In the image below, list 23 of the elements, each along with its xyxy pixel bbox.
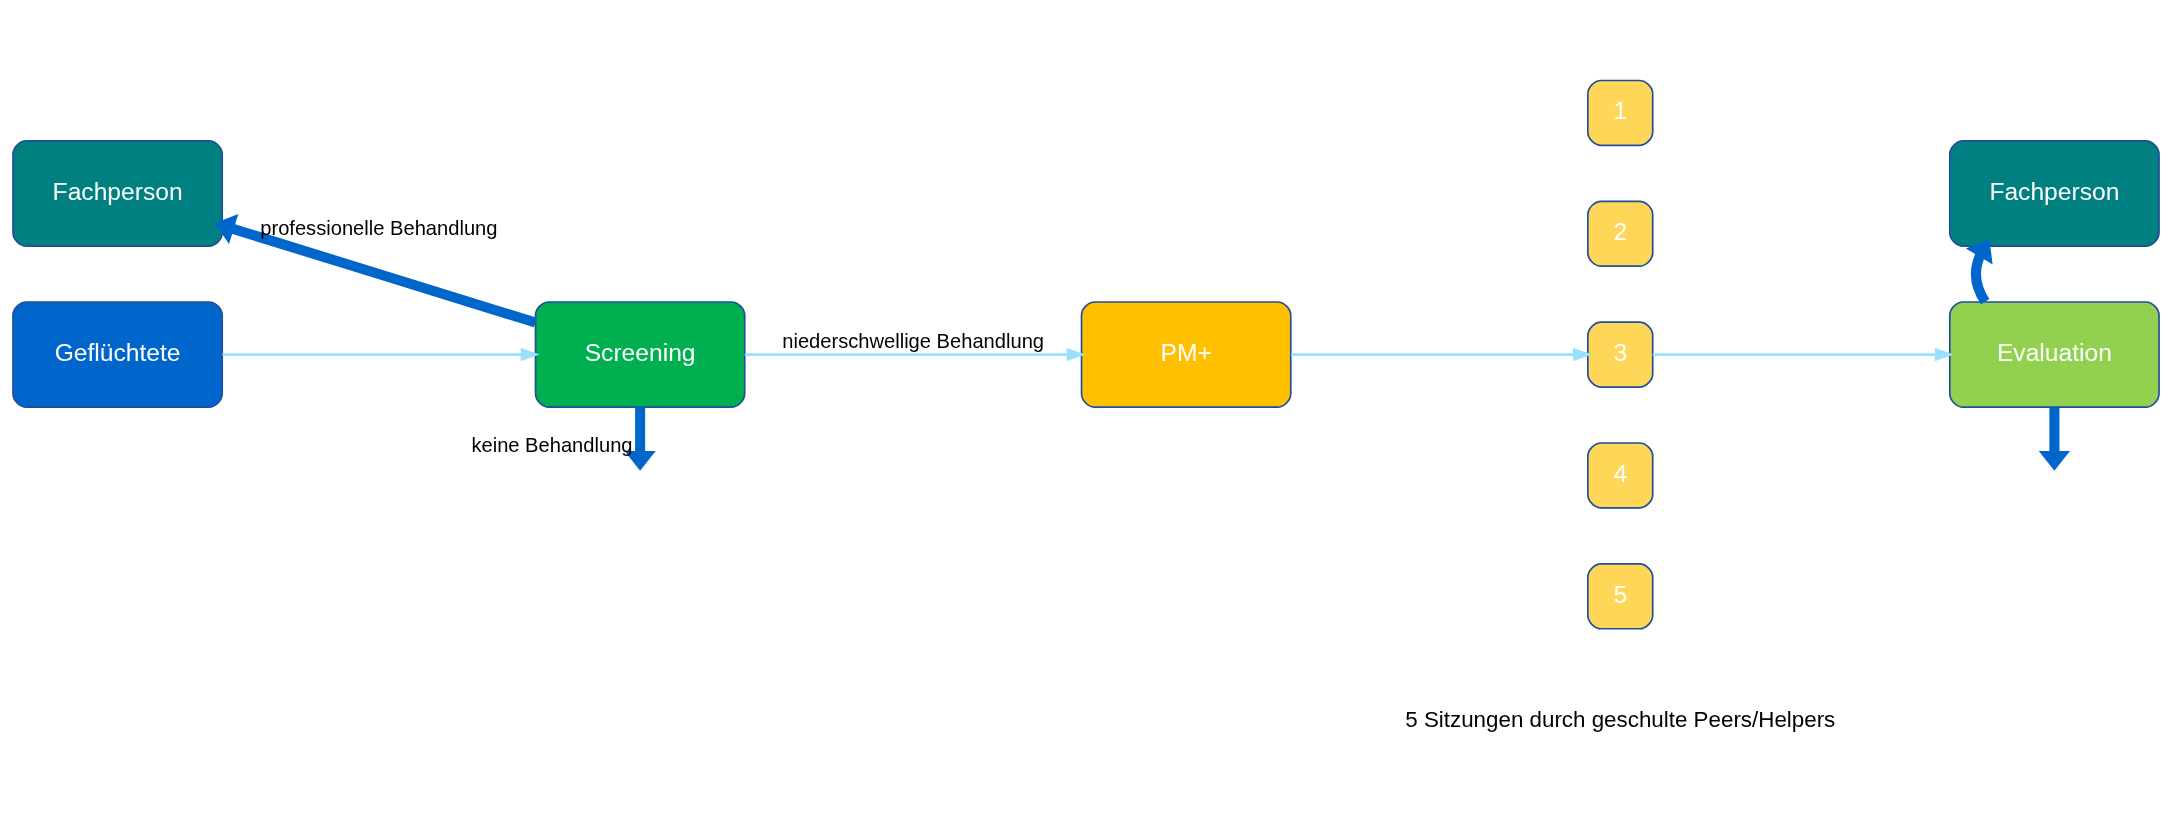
node-box: PM+ xyxy=(1080,300,1292,408)
arrow xyxy=(1652,347,1954,361)
node-box: Geflüchtete xyxy=(12,300,224,408)
arrow xyxy=(624,406,656,471)
edge-label: professionelle Behandlung xyxy=(260,216,498,239)
arrow xyxy=(2038,406,2071,471)
node-box: Screening xyxy=(534,300,746,408)
arrow xyxy=(1965,238,1993,304)
arrow xyxy=(744,347,1086,361)
node-box: 2 xyxy=(1587,200,1654,267)
node-box: Fachperson xyxy=(1948,139,2160,247)
arrow xyxy=(214,213,537,327)
edge-label: niederschwellige Behandlung xyxy=(782,329,1045,352)
node-box: Evaluation xyxy=(1948,300,2160,408)
node-box: 4 xyxy=(1587,441,1654,509)
arrow xyxy=(222,347,540,361)
edge-label: keine Behandlung xyxy=(471,433,633,456)
arrow xyxy=(1291,347,1593,361)
label: 5 Sitzungen durch geschulte Peers/Helpers xyxy=(1405,706,1836,732)
node-box: 1 xyxy=(1587,79,1654,146)
node-box: 3 xyxy=(1587,320,1654,388)
node-box: 5 xyxy=(1587,562,1654,630)
node-box: Fachperson xyxy=(12,139,224,247)
